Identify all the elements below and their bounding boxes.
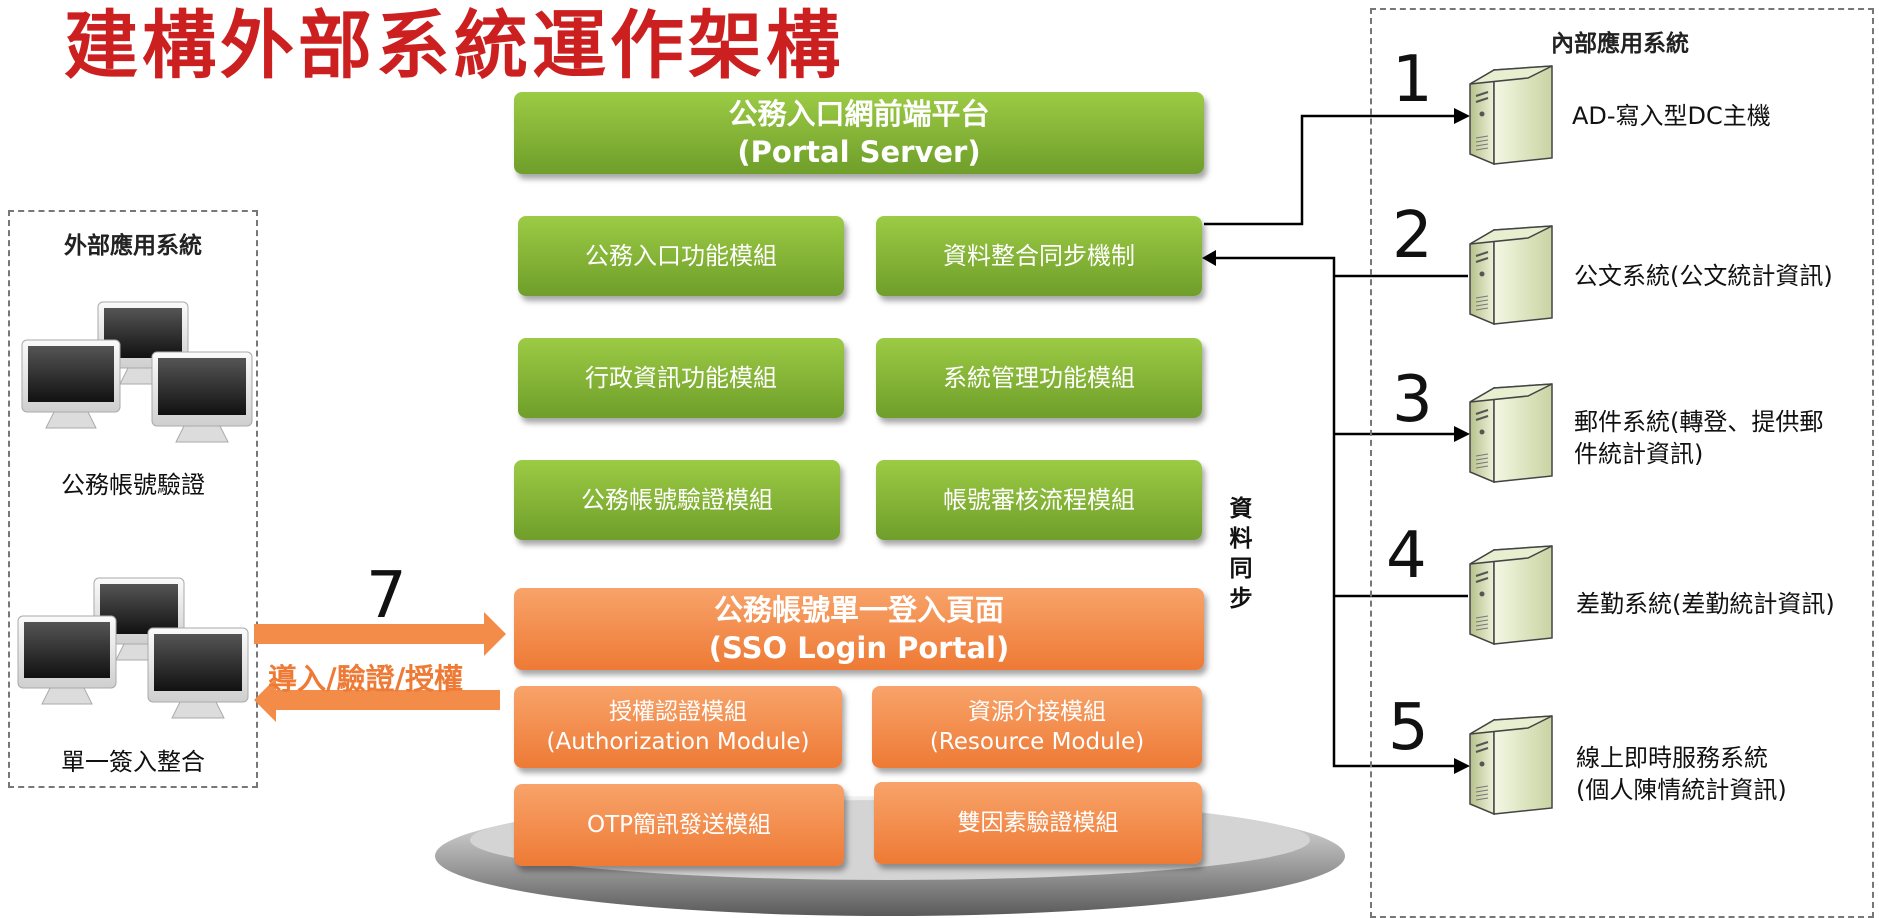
internal-systems-box — [1370, 8, 1874, 918]
sync-char: 資 — [1229, 496, 1253, 522]
sso-header-line2: (SSO Login Portal) — [708, 631, 1010, 665]
arrow-right-icon — [254, 612, 506, 656]
system-label-online-line2: (個人陳情統計資訊) — [1576, 776, 1787, 804]
arrow-left-icon — [1202, 250, 1216, 266]
system-label-document: 公文系統(公文統計資訊) — [1574, 262, 1833, 290]
module-system-management: 系統管理功能模組 — [876, 338, 1202, 418]
module-two-factor: 雙因素驗證模組 — [874, 782, 1202, 864]
sync-char: 料 — [1229, 526, 1253, 552]
system-number-2: 2 — [1392, 199, 1433, 273]
account-verification-label: 公務帳號驗證 — [61, 471, 205, 499]
portal-header-line2: (Portal Server) — [737, 135, 981, 169]
connector-to-ad — [1204, 114, 1454, 226]
sso-header-line1: 公務帳號單一登入頁面 — [713, 593, 1004, 627]
computer-group-icon — [21, 301, 253, 443]
system-label-online-line1: 線上即時服務系統 — [1576, 744, 1768, 772]
arrow-right-icon — [1454, 426, 1470, 442]
resource-line2: (Resource Module) — [929, 729, 1145, 755]
system-label-mail-line2: 件統計資訊) — [1574, 440, 1704, 468]
module-admin-info: 行政資訊功能模組 — [518, 338, 844, 418]
server-icon — [1469, 545, 1553, 646]
sync-char: 步 — [1229, 586, 1253, 612]
auth-line1: 授權認證模組 — [609, 699, 747, 725]
portal-server-header: 公務入口網前端平台 (Portal Server) — [514, 92, 1204, 174]
connector-sync-bus — [1216, 256, 1454, 768]
server-icon — [1469, 715, 1553, 816]
page-title: 建構外部系統運作架構 — [64, 3, 844, 89]
sso-login-portal-header: 公務帳號單一登入頁面 (SSO Login Portal) — [514, 588, 1204, 670]
sync-char: 同 — [1229, 556, 1253, 582]
module-authorization: 授權認證模組 (Authorization Module) — [514, 686, 842, 768]
server-icon — [1469, 225, 1553, 326]
arrow-right-icon — [1454, 758, 1470, 774]
single-sign-on-label: 單一簽入整合 — [61, 748, 205, 776]
server-icon — [1469, 383, 1553, 484]
module-portal-function: 公務入口功能模組 — [518, 216, 844, 296]
system-label-mail-line1: 郵件系統(轉登、提供郵 — [1574, 408, 1824, 436]
external-systems-box — [8, 210, 258, 788]
auth-line2: (Authorization Module) — [546, 729, 810, 755]
system-number-5: 5 — [1388, 691, 1429, 765]
link-7-number: 7 — [366, 559, 407, 633]
portal-header-line1: 公務入口網前端平台 — [728, 97, 990, 131]
arrow-right-icon — [1454, 108, 1470, 124]
module-account-verification: 公務帳號驗證模組 — [514, 460, 840, 540]
link-7-label: 導入/驗證/授權 — [268, 662, 464, 696]
server-icon — [1469, 65, 1553, 166]
module-resource: 資源介接模組 (Resource Module) — [872, 686, 1202, 768]
system-number-1: 1 — [1392, 43, 1433, 117]
system-number-4: 4 — [1386, 519, 1427, 593]
system-number-3: 3 — [1392, 363, 1433, 437]
resource-line1: 資源介接模組 — [968, 699, 1106, 725]
data-sync-label: 資 料 同 步 — [1228, 494, 1254, 614]
computer-group-icon — [17, 577, 249, 719]
arrow-left-icon — [254, 678, 500, 722]
internal-systems-heading: 內部應用系統 — [1551, 31, 1689, 57]
module-account-review: 帳號審核流程模組 — [876, 460, 1202, 540]
system-label-attendance: 差勤系統(差勤統計資訊) — [1576, 590, 1835, 618]
module-data-sync: 資料整合同步機制 — [876, 216, 1202, 296]
link-7-arrows — [254, 612, 506, 722]
external-systems-heading: 外部應用系統 — [64, 233, 202, 259]
module-otp-sms: OTP簡訊發送模組 — [514, 784, 844, 866]
system-label-ad: AD-寫入型DC主機 — [1572, 102, 1771, 130]
